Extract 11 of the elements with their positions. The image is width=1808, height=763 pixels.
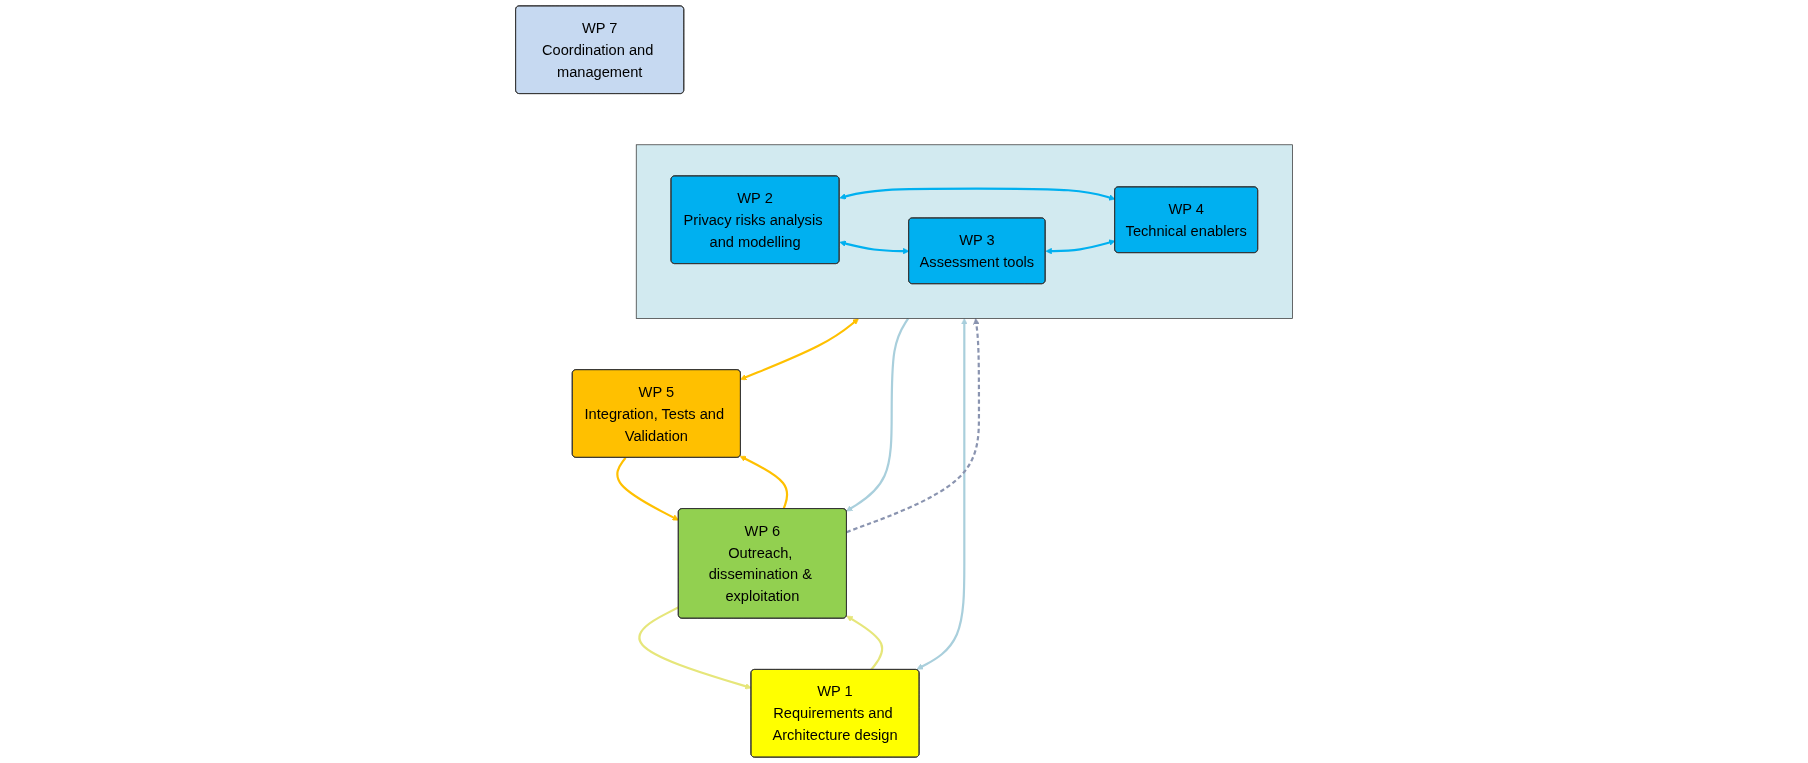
- arrow: [739, 455, 789, 510]
- arrow: [846, 317, 910, 512]
- arrow: [638, 606, 752, 690]
- arrow: [839, 240, 910, 255]
- arrow: [916, 318, 968, 670]
- cluster: [635, 144, 1293, 319]
- arrow: [846, 318, 981, 534]
- arrow: [1045, 239, 1116, 255]
- arrow: [740, 318, 859, 381]
- arrow: [846, 615, 884, 671]
- arrow: [839, 187, 1116, 201]
